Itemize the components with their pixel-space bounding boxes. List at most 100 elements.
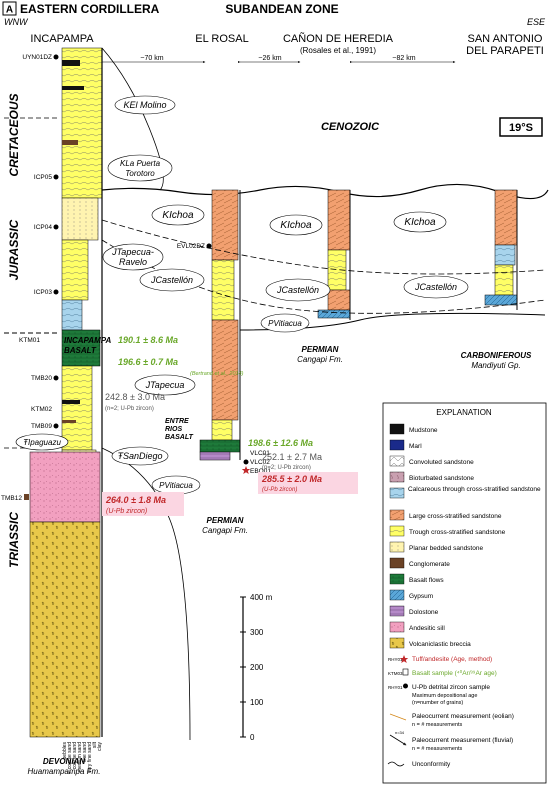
legend-bioturbated: Bioturbated sandstone xyxy=(409,475,474,482)
distance-markers: ~70 km ~26 km ~82 km xyxy=(98,55,456,64)
age-285-highlight xyxy=(258,472,358,494)
incapampa-basalt-2: BASALT xyxy=(64,346,97,355)
legend-eolian-arrow-icon xyxy=(389,713,407,721)
sample-marker-ebq01 xyxy=(241,466,251,474)
age-264-note: (U-Pb zircon) xyxy=(106,508,147,515)
formation-el-molino: KEl Molino xyxy=(123,100,166,110)
legend-swatch-conglomerate xyxy=(389,557,405,569)
legend-zircon-code: RHY01 xyxy=(388,685,403,690)
formation-vitiacua-2: PVitiacua xyxy=(268,319,302,328)
formation-ichoa-1: KIchoa xyxy=(162,210,194,221)
correlation-castellon xyxy=(101,239,546,314)
legend-title: EXPLANATION xyxy=(436,408,492,417)
sample-icp04: ICP04 xyxy=(34,224,52,231)
scale-bar: 400 m 300 200 100 0 xyxy=(240,593,273,742)
legend-fluvial-1: Paleocurrent measurement (fluvial) xyxy=(412,737,513,744)
legend-convoluted: Convoluted sandstone xyxy=(409,459,474,466)
age-252: 252.1 ± 2.7 Ma xyxy=(262,452,322,462)
age-264: 264.0 ± 1.8 Ma xyxy=(105,495,166,505)
sample-marker-uyn01dz xyxy=(53,54,59,60)
age-190: 190.1 ± 8.6 Ma xyxy=(118,335,178,345)
devonian-label-1: DEVONIAN xyxy=(43,757,85,766)
sample-marker-vlc02 xyxy=(243,459,249,465)
sample-tmb20: TMB20 xyxy=(31,375,52,382)
locality-el-rosal: EL ROSAL xyxy=(195,33,248,45)
sample-tmb12: TMB12 xyxy=(1,495,22,502)
latitude-box xyxy=(499,117,543,137)
incapampa-basalt-1: INCAPAMPA xyxy=(64,336,111,345)
legend-marl: Marl xyxy=(409,443,422,450)
age-196-ref: (Bertrand et al., 2014) xyxy=(190,371,244,377)
age-264-highlight xyxy=(102,492,184,516)
header: A EASTERN CORDILLERA WNW SUBANDEAN ZONE … xyxy=(2,1,546,64)
legend-mudstone: Mudstone xyxy=(409,427,438,434)
age-annotations: 190.1 ± 8.6 Ma 196.6 ± 0.7 Ma (Bertrand … xyxy=(102,335,358,516)
legend-tuff-code: RHY01 xyxy=(388,657,403,662)
locality-canon-heredia: CAÑON DE HEREDIA xyxy=(283,32,394,45)
legend-swatch-trough xyxy=(389,525,405,537)
period-triassic: TRIASSIC xyxy=(7,512,21,568)
legend-tuff-star-icon xyxy=(399,655,409,663)
legend-planar: Planar bedded sandstone xyxy=(409,545,483,552)
formation-labels: KEl Molino KLa Puerta Torotoro KIchoa KI… xyxy=(15,95,532,776)
legend-swatch-calcareous xyxy=(389,487,405,499)
sample-ktm01: KTM01 xyxy=(19,337,40,344)
sample-icp03: ICP03 xyxy=(34,289,52,296)
left-direction: WNW xyxy=(4,17,29,27)
legend-eolian-1: Paleocurrent measurement (eolian) xyxy=(412,713,514,720)
legend: EXPLANATION Mudstone Marl Convoluted san… xyxy=(382,402,547,784)
legend-swatch-dolostone xyxy=(389,605,405,617)
legend-conglomerate: Conglomerate xyxy=(409,561,450,568)
legend-swatch-andesitic xyxy=(389,621,405,633)
scale-tick-200: 200 xyxy=(250,663,264,672)
formation-la-puerta: KLa Puerta xyxy=(120,159,161,168)
permian-label-1: PERMIAN xyxy=(302,345,339,354)
panel-box xyxy=(2,1,17,16)
grain-coarse: coarse sand xyxy=(72,742,78,769)
legend-basalt: Basalt flows xyxy=(409,577,444,584)
legend-swatch-large-cross xyxy=(389,509,405,521)
column-el-rosal xyxy=(199,189,241,461)
scale-tick-0: 0 xyxy=(250,733,255,742)
sample-icp05: ICP05 xyxy=(34,174,52,181)
legend-fluvial-2: n = # measurements xyxy=(412,746,463,752)
grain-vcoarse: v. coarse sand xyxy=(67,742,73,774)
formation-ichoa-3: KIchoa xyxy=(404,217,436,228)
legend-gypsum: Gypsum xyxy=(409,593,433,600)
legend-tuff: Tuff/andesite (Age, method) xyxy=(412,656,492,663)
sample-vlc02: VLC02 xyxy=(250,459,270,466)
legend-breccia: Volcaniclastic breccia xyxy=(409,641,471,648)
legend-fluvial-arrow-icon xyxy=(389,734,407,746)
legend-calcareous-wrap: Calcareous through cross-stratified sand… xyxy=(408,486,541,493)
cenozoic-unconformity xyxy=(101,183,549,200)
permian2-label-1: PERMIAN xyxy=(207,516,244,525)
formation-san-diego: ŦSanDiego xyxy=(117,451,162,461)
period-jurassic: JURASSIC xyxy=(7,219,21,280)
sample-marker-icp05 xyxy=(53,174,59,180)
legend-swatch-marl xyxy=(389,439,405,451)
triassic-contact xyxy=(101,447,191,741)
age-242: 242.8 ± 3.0 Ma xyxy=(105,392,165,402)
right-region-title: SUBANDEAN ZONE xyxy=(225,2,338,16)
distance-3: ~82 km xyxy=(392,55,415,62)
legend-large-cross: Large cross-stratified sandstone xyxy=(409,513,502,520)
legend-zircon-dot-icon xyxy=(403,683,408,689)
grain-clay: clay xyxy=(97,742,103,751)
formation-tapecua: JTapecua xyxy=(145,380,185,390)
sample-marker-tmb12 xyxy=(24,494,29,500)
column-san-antonio xyxy=(484,189,518,310)
sample-marker-icp03 xyxy=(53,289,59,295)
grain-fine: fine sand xyxy=(82,742,88,763)
grain-silt: silt xyxy=(92,741,98,748)
grain-size-labels-incapampa: pebbles v. coarse sand coarse sand mediu… xyxy=(62,741,103,774)
sample-marker-evl02dz xyxy=(206,243,212,249)
grain-medium: medium sand xyxy=(77,742,83,772)
locality-del-parapeti: DEL PARAPETI xyxy=(466,45,544,57)
entre-rios-3: BASALT xyxy=(165,434,194,441)
legend-zircon-3: (n=number of grains) xyxy=(412,700,463,706)
legend-swatch-bioturbated xyxy=(389,471,405,483)
column-canon-heredia xyxy=(317,189,351,320)
entre-rios-2: RIOS xyxy=(165,426,182,433)
legend-swatch-convoluted xyxy=(389,455,405,467)
age-242-note: (n=2; U-Pb zircon) xyxy=(105,406,154,412)
